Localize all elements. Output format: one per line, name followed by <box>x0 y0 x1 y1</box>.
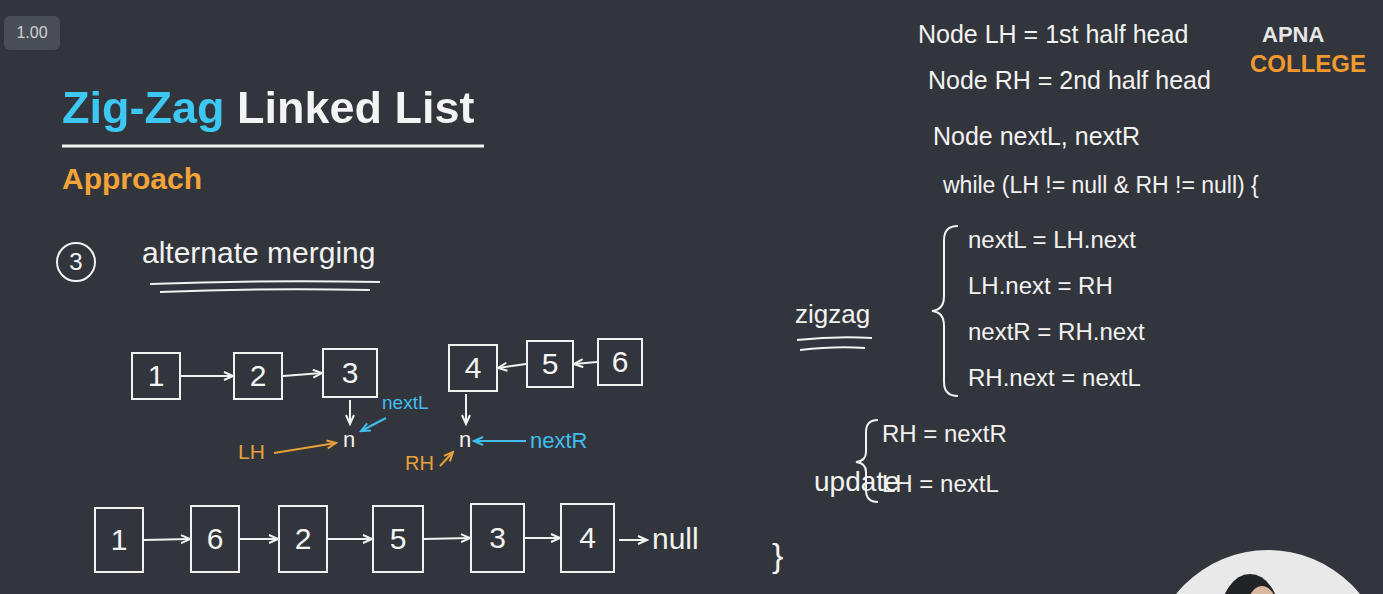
node-value: 5 <box>542 349 559 379</box>
node-value: 6 <box>207 524 224 554</box>
title-underline <box>62 145 484 148</box>
code-line: while (LH != null & RH != null) { <box>943 172 1259 198</box>
list-node-box: 3 <box>470 503 525 573</box>
step-heading: alternate merging <box>142 236 375 271</box>
presenter-overlay <box>1150 550 1383 594</box>
word-underline <box>800 347 865 350</box>
code-line: Node LH = 1st half head <box>918 20 1188 49</box>
node-value: 4 <box>465 353 482 383</box>
list-node-box: 6 <box>597 338 643 386</box>
section-heading: Approach <box>62 162 202 197</box>
next-pointer-arrow <box>283 373 322 376</box>
code-line: RH.next = nextL <box>968 364 1141 392</box>
next-pointer-arrow <box>144 539 190 540</box>
pointer-label: n <box>459 427 471 452</box>
heading-underline <box>160 289 370 292</box>
node-value: 3 <box>489 523 506 553</box>
node-value: 2 <box>295 524 312 554</box>
list-node-box: 4 <box>560 503 615 573</box>
code-line: } <box>772 536 783 575</box>
list-node-box: 1 <box>131 352 181 400</box>
code-line: RH = nextR <box>882 420 1007 448</box>
next-pointer-arrow <box>498 364 526 368</box>
watermark: COLLEGE <box>1250 50 1366 78</box>
node-value: 2 <box>250 361 267 391</box>
step-circle <box>57 243 95 281</box>
page-title: Zig-Zag Linked List <box>62 82 475 134</box>
next-pointer-arrow <box>240 538 278 540</box>
next-pointer-arrow <box>424 538 470 539</box>
pointer-label: n <box>343 427 355 452</box>
pointer-arrow <box>440 452 453 466</box>
curly-brace <box>932 226 958 396</box>
node-value: 1 <box>111 525 128 555</box>
zoom-badge: 1.00 <box>4 16 60 50</box>
null-arrow <box>619 539 647 541</box>
list-node-box: 3 <box>322 348 378 398</box>
list-node-box: 5 <box>526 340 574 388</box>
code-line: Node nextL, nextR <box>933 122 1140 151</box>
code-line: LH.next = RH <box>968 272 1113 300</box>
next-pointer-arrow <box>525 537 560 539</box>
list-node-box: 2 <box>278 505 328 573</box>
null-label: null <box>652 522 699 557</box>
node-value: 4 <box>579 523 596 553</box>
list-node-box: 6 <box>190 505 240 573</box>
step-note: zigzag <box>795 300 870 330</box>
code-line: Node RH = 2nd half head <box>928 66 1211 95</box>
next-pointer-arrow <box>574 362 597 364</box>
heading-underline <box>150 281 380 284</box>
pointer-line <box>465 394 467 424</box>
pointer-line <box>349 400 351 424</box>
pointer-arrow <box>361 418 386 431</box>
pointer-label: nextR <box>530 428 587 453</box>
next-pointer-arrow <box>181 375 233 377</box>
node-value: 1 <box>148 361 165 391</box>
node-value: 5 <box>390 524 407 554</box>
pointer-arrow <box>274 443 336 453</box>
step-number: 3 <box>66 248 86 276</box>
word-underline <box>797 337 872 340</box>
pointer-label: RH <box>405 452 434 475</box>
presenter-face <box>1246 586 1278 594</box>
list-node-box: 4 <box>448 344 498 392</box>
list-node-box: 1 <box>94 507 144 573</box>
presenter-hair <box>1220 574 1280 594</box>
list-node-box: 2 <box>233 352 283 400</box>
pointer-label: LH <box>238 440 265 464</box>
code-line: nextR = RH.next <box>968 318 1145 346</box>
list-node-box: 5 <box>372 505 424 573</box>
code-line: LH = nextL <box>882 470 999 498</box>
node-value: 6 <box>612 347 629 377</box>
next-pointer-arrow <box>328 538 372 540</box>
pointer-label: nextL <box>382 392 428 414</box>
pointer-arrow <box>474 440 526 442</box>
node-value: 3 <box>342 358 359 388</box>
code-line: nextL = LH.next <box>968 226 1136 254</box>
watermark: APNA <box>1262 22 1324 47</box>
